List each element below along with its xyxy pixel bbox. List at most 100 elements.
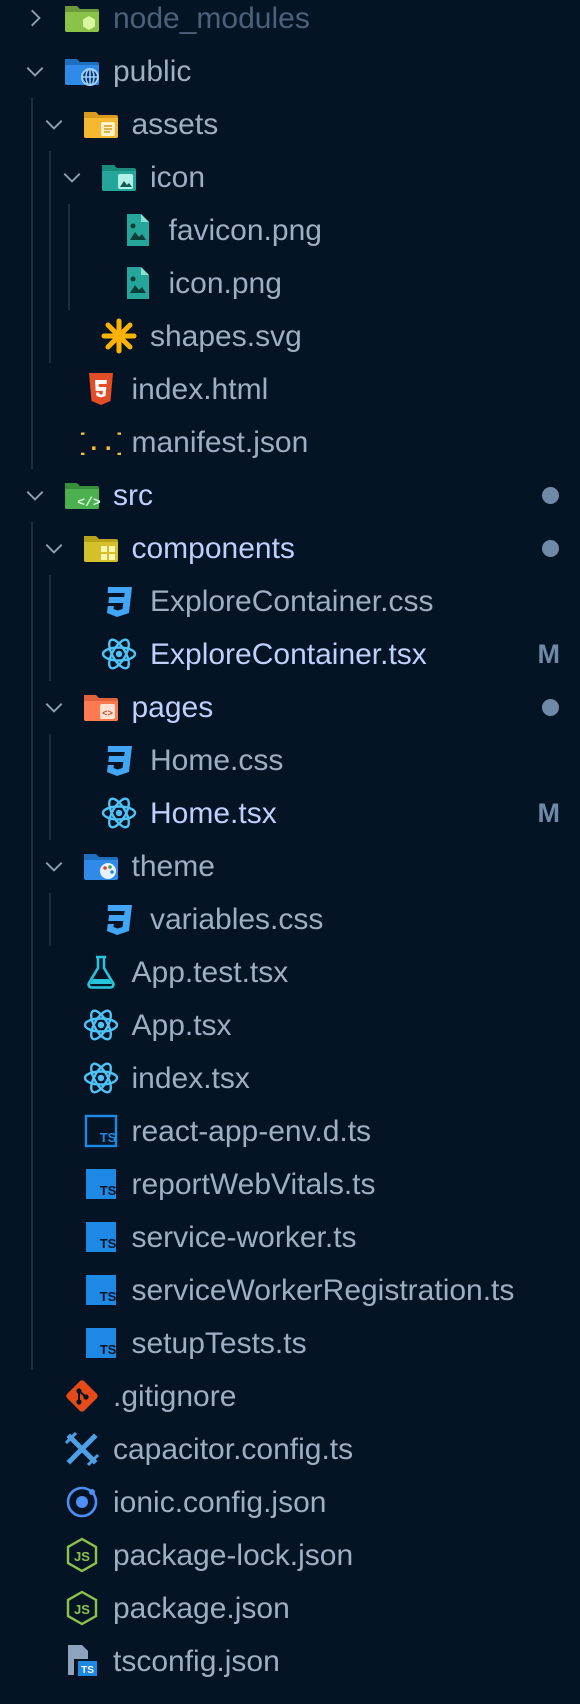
svg-text:TS: TS bbox=[99, 1130, 116, 1145]
svg-text:JS: JS bbox=[74, 1549, 90, 1564]
html5-icon bbox=[81, 369, 121, 409]
indent-guide bbox=[49, 893, 51, 946]
file-row-icon-png[interactable]: icon.png bbox=[0, 257, 580, 310]
modified-badge: M bbox=[537, 798, 561, 828]
react-icon bbox=[81, 1058, 121, 1098]
file-row-app-tsx[interactable]: App.tsx bbox=[0, 999, 580, 1052]
file-row--gitignore[interactable]: .gitignore bbox=[0, 1370, 580, 1423]
item-label: assets bbox=[131, 108, 219, 141]
chevron-down-icon[interactable] bbox=[61, 166, 83, 188]
react-icon bbox=[81, 1005, 121, 1045]
item-label: App.test.tsx bbox=[131, 956, 289, 989]
item-label: react-app-env.d.ts bbox=[131, 1115, 372, 1148]
typescript-icon: TS bbox=[81, 1164, 121, 1204]
indent-guide bbox=[68, 204, 70, 310]
file-row-package-lock-json[interactable]: JS package-lock.json bbox=[0, 1529, 580, 1582]
ts-def-icon: TS bbox=[81, 1111, 121, 1151]
css-icon bbox=[99, 899, 139, 939]
typescript-icon: TS bbox=[81, 1217, 121, 1257]
components-folder-icon bbox=[81, 528, 121, 568]
folder-row-assets[interactable]: assets bbox=[0, 98, 580, 151]
file-row-service-worker-ts[interactable]: TS service-worker.ts bbox=[0, 1211, 580, 1264]
folder-row-src[interactable]: </>src bbox=[0, 469, 580, 522]
file-row-setuptests-ts[interactable]: TS setupTests.ts bbox=[0, 1317, 580, 1370]
svg-text:JS: JS bbox=[74, 1602, 90, 1617]
item-label: package-lock.json bbox=[113, 1539, 354, 1572]
chevron-down-icon[interactable] bbox=[43, 855, 65, 877]
changes-dot bbox=[542, 487, 559, 504]
tsconfig-icon: TS bbox=[62, 1641, 102, 1681]
folder-row-node-modules[interactable]: node_modules bbox=[0, 0, 580, 45]
file-row-favicon-png[interactable]: favicon.png bbox=[0, 204, 580, 257]
globe-folder-icon bbox=[62, 51, 102, 91]
file-row-tsconfig-json[interactable]: TS tsconfig.json bbox=[0, 1635, 580, 1688]
item-label: icon bbox=[150, 161, 206, 194]
item-label: service-worker.ts bbox=[131, 1221, 357, 1254]
node-folder-icon bbox=[62, 0, 102, 38]
svg-text:<>: <> bbox=[102, 709, 113, 719]
file-row-variables-css[interactable]: variables.css bbox=[0, 893, 580, 946]
chevron-right-icon[interactable] bbox=[24, 7, 46, 29]
item-label: shapes.svg bbox=[150, 320, 302, 353]
svg-icon bbox=[99, 316, 139, 356]
folder-row-pages[interactable]: <> pages bbox=[0, 681, 580, 734]
folder-row-public[interactable]: public bbox=[0, 45, 580, 98]
file-row-capacitor-config-ts[interactable]: capacitor.config.ts bbox=[0, 1423, 580, 1476]
file-row-ionic-config-json[interactable]: ionic.config.json bbox=[0, 1476, 580, 1529]
chevron-down-icon[interactable] bbox=[24, 60, 46, 82]
theme-folder-icon bbox=[81, 846, 121, 886]
file-row-serviceworkerregistration-ts[interactable]: TS serviceWorkerRegistration.ts bbox=[0, 1264, 580, 1317]
nodejs-icon: JS bbox=[62, 1588, 102, 1628]
capacitor-icon bbox=[62, 1429, 102, 1469]
item-label: package.json bbox=[113, 1592, 290, 1625]
json-icon: {..} bbox=[81, 422, 121, 462]
file-row-app-test-tsx[interactable]: App.test.tsx bbox=[0, 946, 580, 999]
file-row-explorecontainer-css[interactable]: ExploreContainer.css bbox=[0, 575, 580, 628]
item-label: tsconfig.json bbox=[113, 1645, 280, 1678]
folder-row-components[interactable]: components bbox=[0, 522, 580, 575]
file-row-manifest-json[interactable]: {..} manifest.json bbox=[0, 416, 580, 469]
item-label: variables.css bbox=[150, 903, 324, 936]
ionic-icon bbox=[62, 1482, 102, 1522]
item-label: node_modules bbox=[113, 2, 310, 35]
chevron-down-icon[interactable] bbox=[24, 484, 46, 506]
item-label: ExploreContainer.css bbox=[150, 585, 434, 618]
item-label: pages bbox=[131, 691, 214, 724]
item-label: .gitignore bbox=[113, 1380, 237, 1413]
indent-guide bbox=[49, 575, 51, 681]
changes-dot bbox=[542, 540, 559, 557]
item-label: manifest.json bbox=[131, 426, 309, 459]
react-icon bbox=[99, 634, 139, 674]
item-label: Home.tsx bbox=[150, 797, 277, 830]
nodejs-icon: JS bbox=[62, 1535, 102, 1575]
svg-text:TS: TS bbox=[81, 1665, 94, 1676]
chevron-down-icon[interactable] bbox=[43, 537, 65, 559]
file-row-home-css[interactable]: Home.css bbox=[0, 734, 580, 787]
indent-guide bbox=[31, 98, 33, 469]
file-row-index-tsx[interactable]: index.tsx bbox=[0, 1052, 580, 1105]
indent-guide bbox=[31, 522, 33, 1370]
react-icon bbox=[99, 793, 139, 833]
file-row-shapes-svg[interactable]: shapes.svg bbox=[0, 310, 580, 363]
item-label: setupTests.ts bbox=[131, 1327, 307, 1360]
file-row-package-json[interactable]: JS package.json bbox=[0, 1582, 580, 1635]
changes-dot bbox=[542, 699, 559, 716]
test-flask-icon bbox=[81, 952, 121, 992]
item-label: ionic.config.json bbox=[113, 1486, 327, 1519]
css-icon bbox=[99, 740, 139, 780]
file-row-index-html[interactable]: index.html bbox=[0, 363, 580, 416]
typescript-icon: TS bbox=[81, 1270, 121, 1310]
file-row-home-tsx[interactable]: Home.tsx M bbox=[0, 787, 580, 840]
folder-row-icon[interactable]: icon bbox=[0, 151, 580, 204]
chevron-down-icon[interactable] bbox=[43, 696, 65, 718]
image-folder-icon bbox=[99, 157, 139, 197]
folder-row-theme[interactable]: theme bbox=[0, 840, 580, 893]
file-row-reportwebvitals-ts[interactable]: TS reportWebVitals.ts bbox=[0, 1158, 580, 1211]
item-label: icon.png bbox=[168, 267, 282, 300]
file-row-react-app-env-d-ts[interactable]: TS react-app-env.d.ts bbox=[0, 1105, 580, 1158]
chevron-down-icon[interactable] bbox=[43, 113, 65, 135]
item-label: serviceWorkerRegistration.ts bbox=[131, 1274, 515, 1307]
item-label: reportWebVitals.ts bbox=[131, 1168, 376, 1201]
typescript-icon: TS bbox=[81, 1323, 121, 1363]
